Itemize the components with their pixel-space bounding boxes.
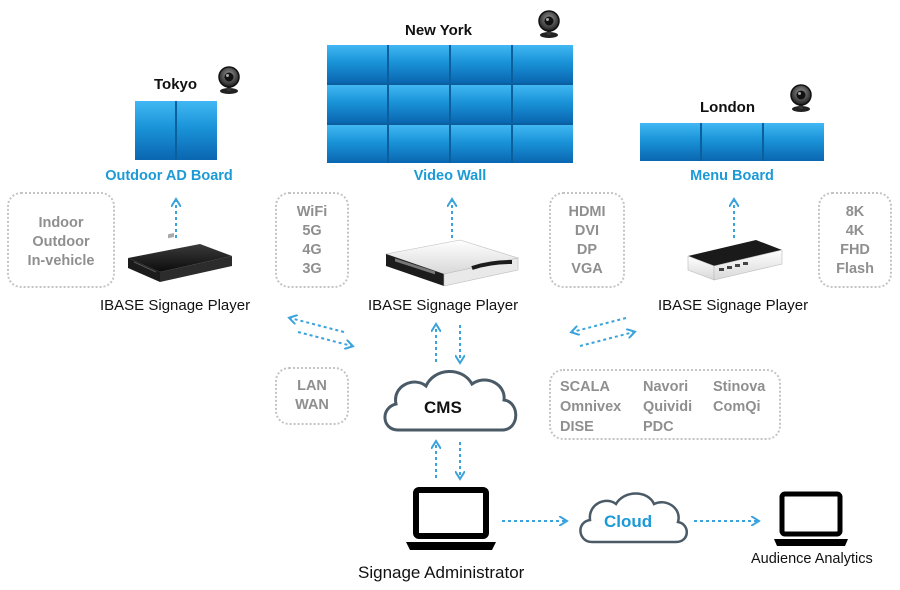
tag-dise: DISE bbox=[560, 419, 594, 435]
tag-lan: LAN bbox=[297, 378, 327, 394]
display-label-video-wall: Video Wall bbox=[413, 168, 487, 184]
webcam-icon-london bbox=[790, 84, 812, 112]
tag-fhd: FHD bbox=[840, 242, 870, 258]
tag-3g: 3G bbox=[302, 261, 322, 277]
tag-dvi: DVI bbox=[574, 223, 600, 239]
player-label-right: IBASE Signage Player bbox=[658, 297, 809, 314]
cms-label: CMS bbox=[424, 398, 462, 417]
tag-hdmi: HDMI bbox=[568, 204, 606, 220]
tag-navori: Navori bbox=[643, 379, 689, 395]
arrow-center-player-cms bbox=[436, 325, 460, 362]
tag-indoor: Indoor bbox=[38, 215, 84, 231]
environment-tag-box: Indoor Outdoor In-vehicle bbox=[7, 192, 115, 288]
webcam-icon-newyork bbox=[538, 10, 560, 38]
resolution-tag-box: 8K 4K FHD Flash bbox=[818, 192, 892, 288]
wireless-tag-box: WiFi 5G 4G 3G bbox=[275, 192, 349, 288]
video-wall-screen bbox=[327, 45, 573, 163]
signage-player-device-right bbox=[687, 240, 783, 281]
cms-software-tag-box: SCALA Navori Stinova Omnivex Quividi Com… bbox=[549, 369, 781, 440]
city-label-newyork: New York bbox=[405, 22, 472, 39]
city-label-london: London bbox=[700, 99, 755, 116]
tag-wifi: WiFi bbox=[296, 204, 328, 220]
laptop-icon-admin bbox=[406, 487, 496, 550]
arrow-left-player-cms bbox=[290, 318, 352, 346]
signage-player-device-left bbox=[128, 233, 232, 282]
tag-dp: DP bbox=[576, 242, 598, 258]
tag-stinova: Stinova bbox=[713, 379, 766, 395]
audience-analytics-label: Audience Analytics bbox=[751, 551, 873, 567]
webcam-icon-tokyo bbox=[218, 66, 240, 94]
display-label-outdoor-ad-board: Outdoor AD Board bbox=[105, 168, 233, 184]
menu-board-screen bbox=[640, 123, 824, 161]
display-label-menu-board: Menu Board bbox=[690, 168, 774, 184]
laptop-icon-analytics bbox=[774, 491, 848, 546]
city-label-tokyo: Tokyo bbox=[154, 76, 198, 93]
arrow-right-player-cms bbox=[572, 317, 634, 347]
video-output-tag-box: HDMI DVI DP VGA bbox=[549, 192, 625, 288]
cms-cloud-shape bbox=[383, 370, 518, 432]
tag-4g: 4G bbox=[302, 242, 322, 258]
cloud-shape bbox=[579, 492, 688, 544]
tag-omnivex: Omnivex bbox=[560, 399, 622, 415]
network-tag-box: LAN WAN bbox=[275, 367, 349, 425]
tag-5g: 5G bbox=[302, 223, 322, 239]
tag-vga: VGA bbox=[571, 261, 603, 277]
tag-wan: WAN bbox=[295, 397, 329, 413]
arrow-cms-admin bbox=[436, 442, 460, 478]
player-label-left: IBASE Signage Player bbox=[100, 297, 251, 314]
player-label-center: IBASE Signage Player bbox=[368, 297, 519, 314]
tag-8k: 8K bbox=[845, 204, 865, 220]
outdoor-ad-board-screen bbox=[135, 101, 217, 160]
tag-pdc: PDC bbox=[643, 419, 674, 435]
signage-administrator-label: Signage Administrator bbox=[358, 563, 525, 582]
tag-flash: Flash bbox=[836, 261, 874, 277]
tag-comqi: ComQi bbox=[713, 399, 761, 415]
arrow-player-to-display bbox=[176, 200, 734, 238]
cloud-label: Cloud bbox=[604, 512, 653, 531]
tag-scala: SCALA bbox=[560, 379, 610, 395]
tag-outdoor: Outdoor bbox=[32, 234, 90, 250]
tag-4k: 4K bbox=[845, 223, 865, 239]
signage-player-device-center bbox=[384, 239, 520, 287]
tag-quividi: Quividi bbox=[643, 399, 693, 415]
tag-in-vehicle: In-vehicle bbox=[27, 253, 95, 269]
